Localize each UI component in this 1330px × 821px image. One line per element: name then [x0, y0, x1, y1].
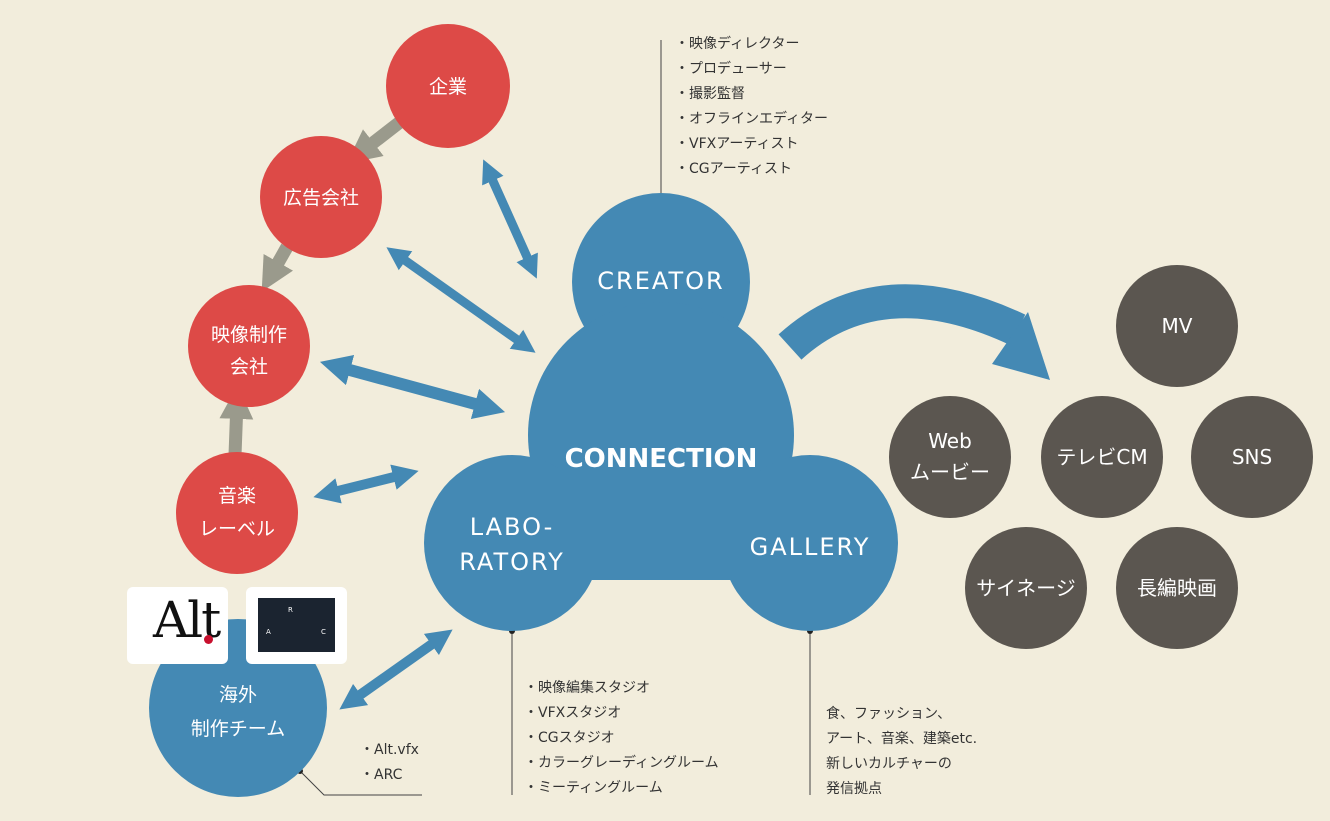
arc-logo-panel: R A C — [258, 598, 335, 652]
output-flow-arrow-head — [992, 312, 1050, 380]
gallery-description-line: アート、音楽、建築etc. — [826, 731, 978, 747]
agency-to-production-arrow — [261, 243, 294, 292]
feature-film-node — [1116, 527, 1238, 649]
ad-agency-node — [260, 136, 382, 258]
arc-logo-letter-c: C — [321, 628, 326, 636]
signage-label: サイネージ — [976, 576, 1076, 600]
creator-role-item: ・CGアーティスト — [675, 161, 792, 177]
gallery-label: GALLERY — [750, 533, 871, 561]
arc-logo: R A C — [246, 587, 347, 664]
laboratory-facility-item: ・映像編集スタジオ — [524, 680, 650, 696]
creator-role-item: ・オフラインエディター — [675, 111, 829, 127]
overseas-laboratory-arrow — [339, 629, 453, 710]
creator-role-item: ・VFXアーティスト — [675, 136, 799, 152]
creator-role-item: ・映像ディレクター — [675, 36, 800, 52]
signage-node — [965, 527, 1087, 649]
sns-label: SNS — [1232, 445, 1272, 469]
video-production-label-line1: 映像制作 — [211, 324, 287, 346]
alt-vfx-logo: Alt — [127, 587, 228, 664]
overseas-leader-line — [299, 770, 422, 796]
sns-node — [1191, 396, 1313, 518]
label-connection-arrow — [313, 464, 419, 504]
laboratory-facility-item: ・VFXスタジオ — [524, 705, 622, 721]
video-production-label-line2: 会社 — [230, 356, 268, 378]
creator-roles-list: ・映像ディレクター ・プロデューサー ・撮影監督 ・オフラインエディター ・VF… — [675, 32, 828, 182]
gallery-description: 食、ファッション、 アート、音楽、建築etc. 新しいカルチャーの 発信拠点 — [826, 702, 977, 802]
company-node — [386, 24, 510, 148]
tv-cm-label: テレビCM — [1056, 445, 1147, 469]
connection-hub — [424, 193, 898, 631]
laboratory-label-line1: LABO- — [470, 513, 555, 541]
hub-neck-top — [605, 330, 717, 390]
tv-cm-node — [1041, 396, 1163, 518]
web-movie-label-line1: Web — [928, 429, 972, 453]
creator-role-item: ・撮影監督 — [675, 86, 745, 102]
overseas-team-label-line1: 海外 — [219, 684, 257, 706]
gallery-description-line: 発信拠点 — [826, 781, 882, 797]
production-connection-arrow — [319, 355, 506, 419]
gallery-description-line: 新しいカルチャーの — [826, 756, 952, 772]
output-flow-arrow-body — [778, 284, 1026, 360]
gallery-lobe — [722, 455, 898, 631]
alt-logo-dot-icon — [204, 635, 213, 644]
laboratory-facility-item: ・ミーティングルーム — [524, 780, 663, 796]
music-label-label-line1: 音楽 — [218, 485, 256, 507]
music-label-label-line2: レーベル — [199, 518, 275, 540]
agency-connection-arrow — [386, 247, 536, 353]
creator-role-item: ・プロデューサー — [675, 61, 787, 77]
connection-label: CONNECTION — [565, 444, 758, 474]
video-production-node — [188, 285, 310, 407]
company-label: 企業 — [429, 76, 467, 98]
creator-label: CREATOR — [597, 267, 724, 295]
laboratory-facility-item: ・CGスタジオ — [524, 730, 615, 746]
feature-film-label: 長編映画 — [1137, 576, 1217, 600]
music-label-node — [176, 452, 298, 574]
laboratory-facilities-list: ・映像編集スタジオ ・VFXスタジオ ・CGスタジオ ・カラーグレーディングルー… — [524, 676, 719, 801]
company-creator-arrow — [482, 159, 538, 279]
web-movie-node — [889, 396, 1011, 518]
mv-node — [1116, 265, 1238, 387]
company-to-agency-arrow — [346, 116, 404, 164]
laboratory-label-line2: RATORY — [459, 548, 565, 576]
gallery-description-line: 食、ファッション、 — [826, 706, 952, 722]
ad-agency-label: 広告会社 — [283, 187, 359, 209]
arc-logo-letter-r: R — [288, 606, 293, 614]
overseas-team-label-line2: 制作チーム — [191, 718, 285, 740]
mv-label: MV — [1162, 314, 1193, 338]
hub-neck-bottom — [560, 460, 760, 580]
overseas-partner-item: ・ARC — [360, 767, 403, 783]
web-movie-label-line2: ムービー — [910, 460, 990, 484]
overseas-partners-list: ・Alt.vfx ・ARC — [360, 738, 419, 788]
laboratory-lobe — [424, 455, 600, 631]
arc-logo-letter-a: A — [266, 628, 271, 636]
overseas-partner-item: ・Alt.vfx — [360, 742, 419, 758]
label-to-production-arrow — [219, 385, 254, 456]
laboratory-facility-item: ・カラーグレーディングルーム — [524, 755, 719, 771]
